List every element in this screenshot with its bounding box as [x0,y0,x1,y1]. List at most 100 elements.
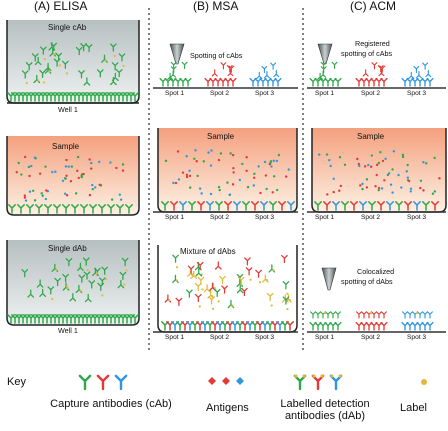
label-dot [258,281,262,284]
detection-antibody-icon [187,265,195,274]
antigen-dot [218,188,221,192]
capture-antibody-icon [320,70,327,78]
label-dot [43,58,46,61]
antigen-dot [189,186,192,189]
antigen-dot [226,181,229,184]
antigen-dot [377,186,381,190]
detection-antibody-icon [75,284,83,294]
capture-antibody-icon [273,69,280,78]
label-dot [302,374,306,378]
capture-antibody-icon [118,53,126,67]
antigen-dot [198,187,202,190]
capture-antibody-icon [107,204,115,214]
sample-label-b: Sample [207,132,235,141]
detection-antibody-icon [356,311,362,319]
well-label-bottom: Well 1 [58,326,78,335]
detection-antibody-icon [427,311,433,319]
antigen-dot [115,166,118,170]
acm-sample-box [311,128,447,213]
detection-antibody-icon [92,267,99,277]
capture-antibody-icon [320,61,327,70]
detection-antibody-icon [88,280,96,289]
antigen-dot [269,161,272,164]
spot-label-b1-2: Spot 2 [210,90,230,97]
antigen-dot [332,190,335,194]
antigen-dot [185,155,188,158]
detection-antibody-icon [330,311,336,319]
column-separators [148,8,304,350]
capture-antibody-icon [35,204,43,214]
label-dot [211,295,214,298]
antigen-dot [270,165,273,168]
antigen-dot [422,161,425,164]
capture-antibody-icon [408,71,415,79]
capture-antibody-icon [416,77,424,87]
antigen-dot [245,169,248,173]
key-title: Key [7,376,26,388]
antigen-dot [343,163,347,166]
detection-antibody-icon [47,286,55,301]
well-sample [6,136,140,216]
capture-antibody-icon [96,374,110,391]
antigen-dot [361,187,364,191]
detection-antibody-icon [281,254,288,264]
detection-antibody-icon [172,254,179,269]
antigen-dot [121,169,125,172]
spot-label-b1-1: Spot 1 [165,90,185,97]
antigen-dot [356,157,359,161]
capture-antibody-icon [329,77,337,87]
label-dot [79,289,82,292]
capture-antibody-icon [227,68,234,77]
antigen-dot [400,186,403,189]
sandwich-antibody-icon [355,321,363,331]
antigen-dot [365,178,369,181]
detection-antibody-icon [282,281,290,295]
capture-antibody-icon [404,201,412,211]
detection-antibody-icon [315,311,321,319]
capture-antibody-icon [422,62,429,70]
capture-antibody-icon [224,201,232,211]
capture-antibody-icon [44,65,52,74]
label-dot [168,298,171,302]
label-dot [286,292,289,295]
capture-antibody-icon [249,77,257,87]
antigen-icon [222,377,230,385]
capture-antibody-icon [269,201,277,211]
antigen-dot [232,166,235,170]
capture-antibody-icon [214,77,222,87]
key-label-dot [421,379,427,385]
label-dot [286,307,289,311]
label-dot [320,374,324,378]
antigen-icon [236,377,244,385]
detection-antibody-icon [310,311,316,319]
antigen-dot [77,176,80,180]
capture-antibody-icon [287,201,295,211]
antigen-dot [28,174,31,178]
label-dot [53,52,56,56]
sandwich-antibody-icon [334,321,342,331]
detection-antibody-icon [236,285,244,294]
sandwich-row [161,321,294,331]
antigen-dot [361,182,364,186]
capture-antibody-icon [48,42,56,51]
sandwich-antibody-icon [380,321,388,331]
antigen-dot [217,158,221,162]
capture-antibody-icon [85,44,93,53]
antigen-dots [164,149,290,197]
capture-antibody-icon [413,201,421,211]
label-dot [37,79,40,82]
detection-antibody-icon [84,293,92,303]
antigen-dot [253,172,256,176]
capture-antibody-icon [413,65,420,74]
antigen-dot [407,179,411,183]
acm-spotting-tip-bottom [321,267,337,291]
sandwich-antibody-icon [421,321,429,331]
antigen-dot [380,187,384,190]
capture-antibody-icon [319,77,327,87]
detection-antibody-icon [39,288,47,297]
antigen-dot [209,164,213,167]
sandwich-antibody-icon [375,321,383,331]
capture-antibody-icon [362,69,369,77]
detection-antibody-icon [407,311,413,319]
antigen-dot [20,173,23,176]
